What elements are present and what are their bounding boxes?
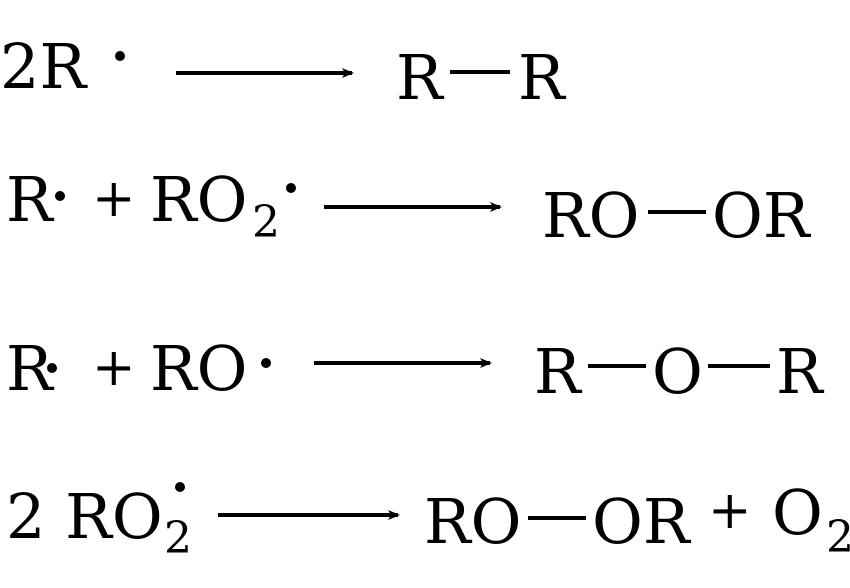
reactant-ro: RO: [150, 163, 248, 236]
radical-dot: [261, 358, 271, 368]
subscript-2: 2: [826, 512, 850, 563]
product-o: O: [652, 335, 703, 408]
product-or: OR: [712, 179, 812, 252]
product-r-left: R: [534, 335, 583, 408]
reactant-2ro: 2 RO: [6, 480, 163, 553]
plus-sign: +: [92, 338, 136, 398]
subscript-2: 2: [252, 197, 280, 248]
product-or: OR: [592, 485, 692, 558]
product-r-left: R: [396, 41, 445, 114]
radical-dot: [55, 191, 65, 201]
radical-dot: [286, 183, 296, 193]
product-r-right: R: [776, 335, 825, 408]
reactant-2r: 2R: [0, 30, 88, 103]
reaction-4: 2 RO 2 RO OR + O 2: [6, 476, 850, 564]
product-r-right: R: [518, 41, 567, 114]
product-ro: RO: [542, 179, 640, 252]
product-o2: O: [772, 476, 823, 549]
reactant-ro: RO: [150, 332, 248, 405]
radical-dot: [175, 482, 185, 492]
reaction-3: R + RO R O R: [6, 332, 825, 408]
plus-sign: +: [92, 169, 136, 229]
plus-sign: +: [708, 481, 752, 541]
reaction-2: R + RO 2 RO OR: [6, 163, 812, 252]
reaction-1: 2R R R: [0, 30, 567, 114]
subscript-2: 2: [164, 513, 192, 564]
product-ro: RO: [424, 485, 522, 558]
reactant-r: R: [6, 163, 55, 236]
radical-dot: [47, 363, 57, 373]
radical-dot: [115, 51, 125, 61]
reactant-r: R: [6, 332, 55, 405]
